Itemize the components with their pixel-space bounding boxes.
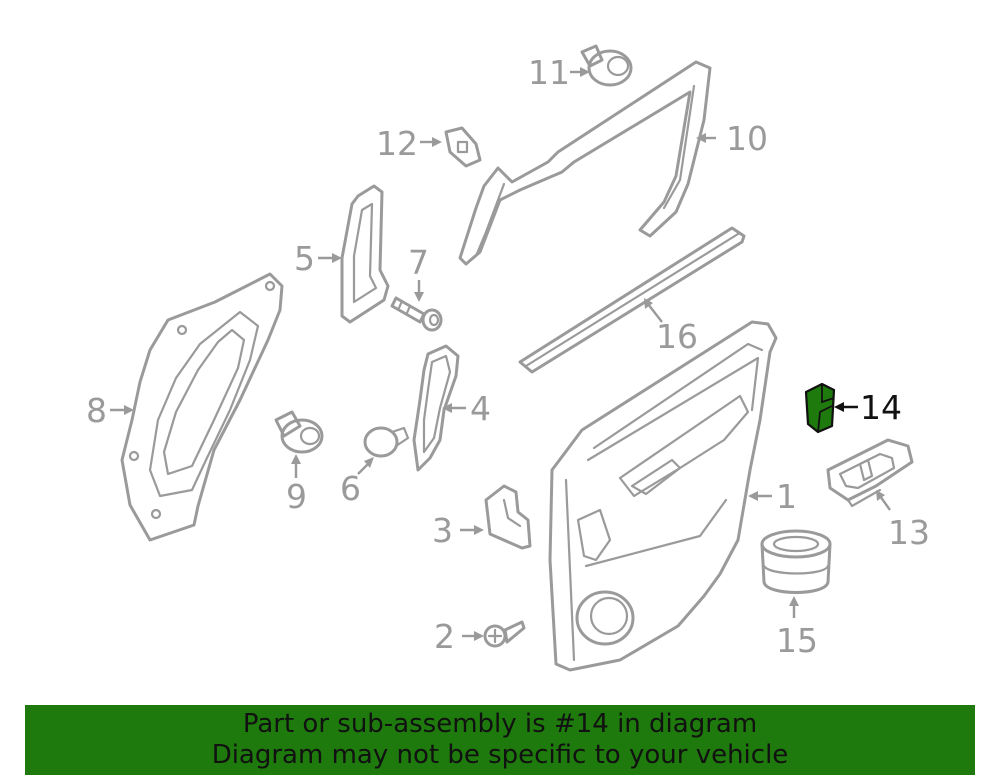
part-11-clip[interactable] (580, 44, 633, 87)
part-5-handle-trim[interactable] (340, 184, 390, 324)
part-12-retainer[interactable] (444, 126, 482, 168)
callout-3: 3 (432, 511, 453, 550)
part-9-clip[interactable] (274, 410, 324, 454)
callout-6: 6 (340, 469, 361, 508)
parts-diagram: 11 10 12 5 7 16 4 14 8 9 6 1 3 13 2 15 (86, 44, 930, 672)
callout-2: 2 (434, 617, 455, 656)
callout-16: 16 (656, 317, 698, 356)
part-7-bolt[interactable] (390, 296, 443, 332)
part-15-speaker[interactable] (760, 529, 832, 594)
callout-13: 13 (888, 513, 930, 552)
part-4-pull-handle[interactable] (412, 344, 460, 472)
part-16-weatherstrip[interactable] (518, 226, 746, 374)
callout-15: 15 (776, 621, 818, 660)
callout-numbers: 11 10 12 5 7 16 4 14 8 9 6 1 3 13 2 15 (86, 53, 930, 660)
part-6-push-pin[interactable] (363, 426, 410, 458)
callout-7: 7 (408, 243, 429, 282)
banner-line-1: Part or sub-assembly is #14 in diagram (242, 709, 758, 739)
banner-line-2: Diagram may not be specific to your vehi… (211, 740, 789, 770)
part-2-screw[interactable] (483, 620, 526, 648)
part-1-door-trim-panel[interactable] (548, 320, 778, 672)
callout-1: 1 (776, 477, 797, 516)
part-3-bracket[interactable] (484, 484, 532, 550)
part-10-window-frame[interactable] (458, 60, 712, 266)
callout-10: 10 (726, 119, 768, 158)
part-8-door-inner-panel[interactable] (120, 272, 284, 542)
callout-9: 9 (286, 477, 307, 516)
part-13-window-switch[interactable] (826, 438, 914, 508)
part-14-switch-highlighted[interactable] (804, 382, 836, 434)
callout-4: 4 (470, 389, 491, 428)
callout-11: 11 (528, 53, 570, 92)
info-banner: Part or sub-assembly is #14 in diagram D… (25, 705, 975, 775)
callout-8: 8 (86, 391, 107, 430)
callout-5: 5 (294, 239, 315, 278)
callout-14: 14 (860, 388, 902, 427)
callout-12: 12 (376, 124, 418, 163)
leader-lines (110, 67, 891, 641)
